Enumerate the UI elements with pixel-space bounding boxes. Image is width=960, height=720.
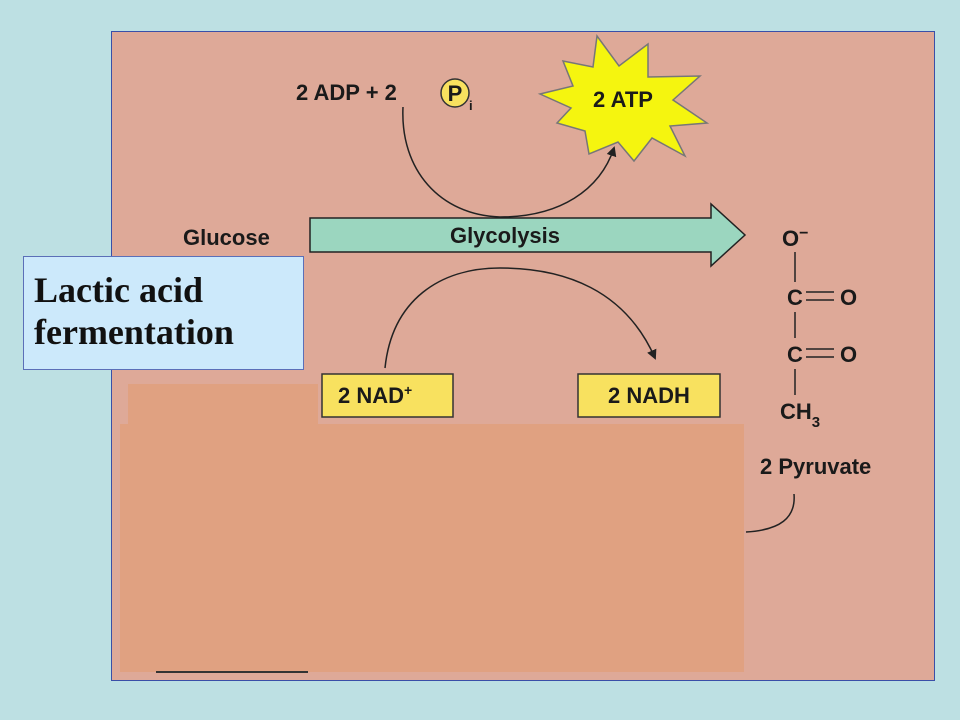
carbon-2: C bbox=[787, 342, 803, 367]
cover-patch bbox=[128, 384, 318, 429]
carboxylate-oxygen: O− bbox=[782, 225, 808, 251]
atp-star-icon bbox=[537, 34, 710, 163]
methyl-group: CH3 bbox=[780, 399, 820, 431]
underline-stub bbox=[156, 671, 308, 673]
atp-label: 2 ATP bbox=[593, 87, 653, 112]
phosphate-icon bbox=[440, 78, 470, 108]
glucose-label: Glucose bbox=[183, 225, 270, 250]
nadh-label: 2 NADH bbox=[608, 383, 690, 408]
carbon-1: C bbox=[787, 285, 803, 310]
glycolysis-arrow bbox=[309, 202, 747, 268]
phosphate-symbol: P bbox=[448, 81, 463, 106]
pyruvate-label: 2 Pyruvate bbox=[760, 454, 871, 479]
glycolysis-label: Glycolysis bbox=[450, 223, 560, 248]
label-line-2: fermentation bbox=[34, 312, 234, 352]
pyruvate-structure: O− C O C O CH3 bbox=[780, 225, 857, 431]
pyruvate-continuation-arrow bbox=[745, 493, 795, 533]
nad-plus-label: 2 NAD+ bbox=[338, 382, 412, 408]
adp-pi-text: 2 ADP + 2 bbox=[296, 80, 397, 105]
atp-coupling-arrow bbox=[402, 106, 617, 218]
nadh-box bbox=[577, 373, 721, 418]
nad-plus-box bbox=[321, 373, 454, 418]
lactic-acid-fermentation-label: Lactic acid fermentation bbox=[23, 256, 304, 370]
oxygen-1: O bbox=[840, 285, 857, 310]
phosphate-subscript: i bbox=[469, 98, 473, 113]
label-line-1: Lactic acid bbox=[34, 270, 203, 310]
oxygen-2: O bbox=[840, 342, 857, 367]
nad-reduction-arrow bbox=[384, 267, 657, 369]
cover-panel bbox=[120, 424, 744, 672]
